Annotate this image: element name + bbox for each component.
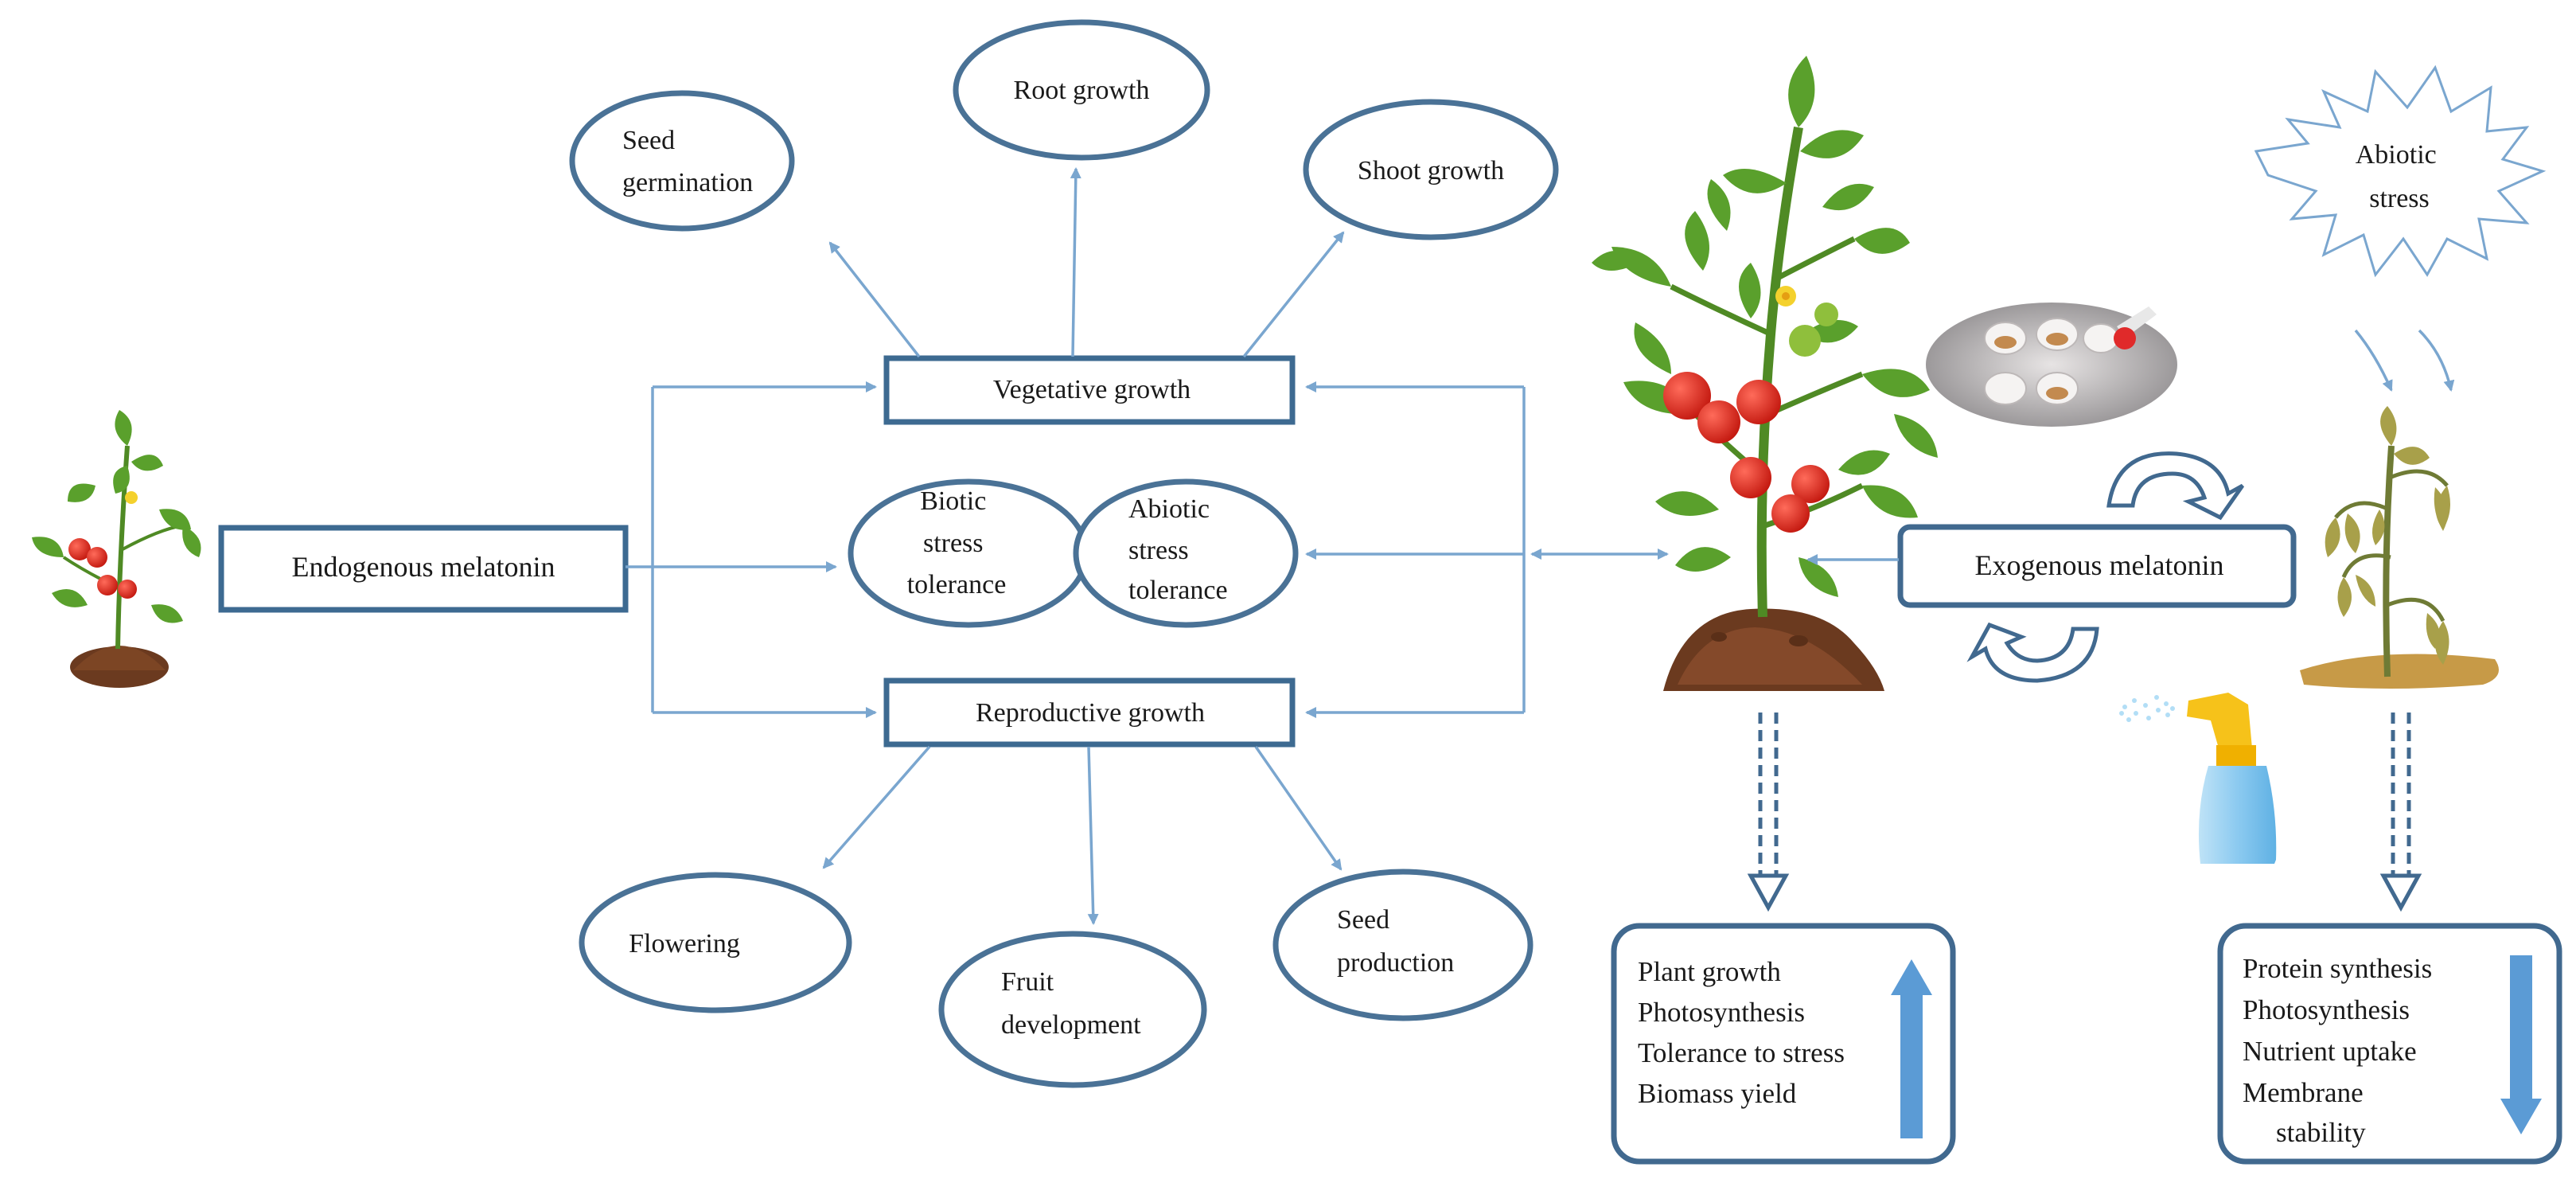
fruit-development-label: Fruit development bbox=[1001, 967, 1141, 1040]
exogenous-to-growth-arrows bbox=[1305, 381, 1669, 718]
down-arrow-icon bbox=[2500, 955, 2542, 1134]
tomato-plant-icon bbox=[1592, 56, 1938, 691]
wilted-down-arrow bbox=[2379, 713, 2422, 912]
flowering-label: Flowering bbox=[629, 929, 740, 959]
spray-bottle-icon bbox=[2119, 693, 2277, 864]
abiotic-stress-node bbox=[1073, 478, 1299, 628]
seed-production-label: Seed production bbox=[1337, 905, 1454, 978]
seed-germination-node bbox=[569, 90, 795, 232]
shoot-growth-node bbox=[1303, 99, 1559, 240]
vegetative-growth-box bbox=[883, 355, 1296, 425]
vegetative-arrows bbox=[828, 167, 1345, 358]
flowering-node bbox=[579, 872, 852, 1013]
small-tomato-plant-icon bbox=[32, 410, 201, 688]
endogenous-melatonin-label: Endogenous melatonin bbox=[292, 551, 555, 583]
decrease-list-box bbox=[2217, 923, 2562, 1165]
fruit-development-node bbox=[938, 931, 1207, 1088]
reproductive-growth-label: Reproductive growth bbox=[976, 698, 1205, 728]
up-arrow-icon bbox=[1891, 959, 1932, 1138]
shoot-growth-label: Shoot growth bbox=[1358, 156, 1504, 185]
decrease-list: Protein synthesis Photosynthesis Nutrien… bbox=[2243, 953, 2439, 1148]
reproductive-growth-box bbox=[883, 677, 1296, 748]
root-growth-label: Root growth bbox=[1014, 76, 1150, 105]
reproductive-arrows bbox=[822, 745, 1343, 925]
stress-wavy-arrows bbox=[2354, 329, 2455, 392]
endogenous-melatonin-box bbox=[218, 525, 629, 613]
increase-list: Plant growth Photosynthesis Tolerance to… bbox=[1638, 956, 1852, 1109]
wilted-plant-icon bbox=[2300, 406, 2499, 689]
seed-germination-label: Seed germination bbox=[622, 126, 753, 197]
abiotic-stress-label: Abiotic stress tolerance bbox=[1128, 494, 1228, 605]
endogenous-arrows bbox=[625, 381, 877, 718]
abiotic-stress-burst-icon: Abiotic stress bbox=[2254, 64, 2547, 278]
petri-dish-icon bbox=[1926, 303, 2177, 427]
root-growth-node bbox=[953, 19, 1210, 161]
exogenous-melatonin-box bbox=[1897, 524, 2297, 608]
curved-cycle-arrow-icon bbox=[1966, 451, 2245, 683]
vegetative-growth-label: Vegetative growth bbox=[993, 375, 1191, 404]
biotic-stress-label: Biotic stress tolerance bbox=[907, 486, 1007, 599]
increase-list-box bbox=[1611, 923, 1956, 1165]
plant-down-arrow bbox=[1747, 713, 1790, 912]
abiotic-stress-burst-label: Abiotic stress bbox=[2356, 140, 2443, 213]
exogenous-melatonin-label: Exogenous melatonin bbox=[1975, 549, 2224, 581]
seed-production-node bbox=[1272, 869, 1534, 1021]
